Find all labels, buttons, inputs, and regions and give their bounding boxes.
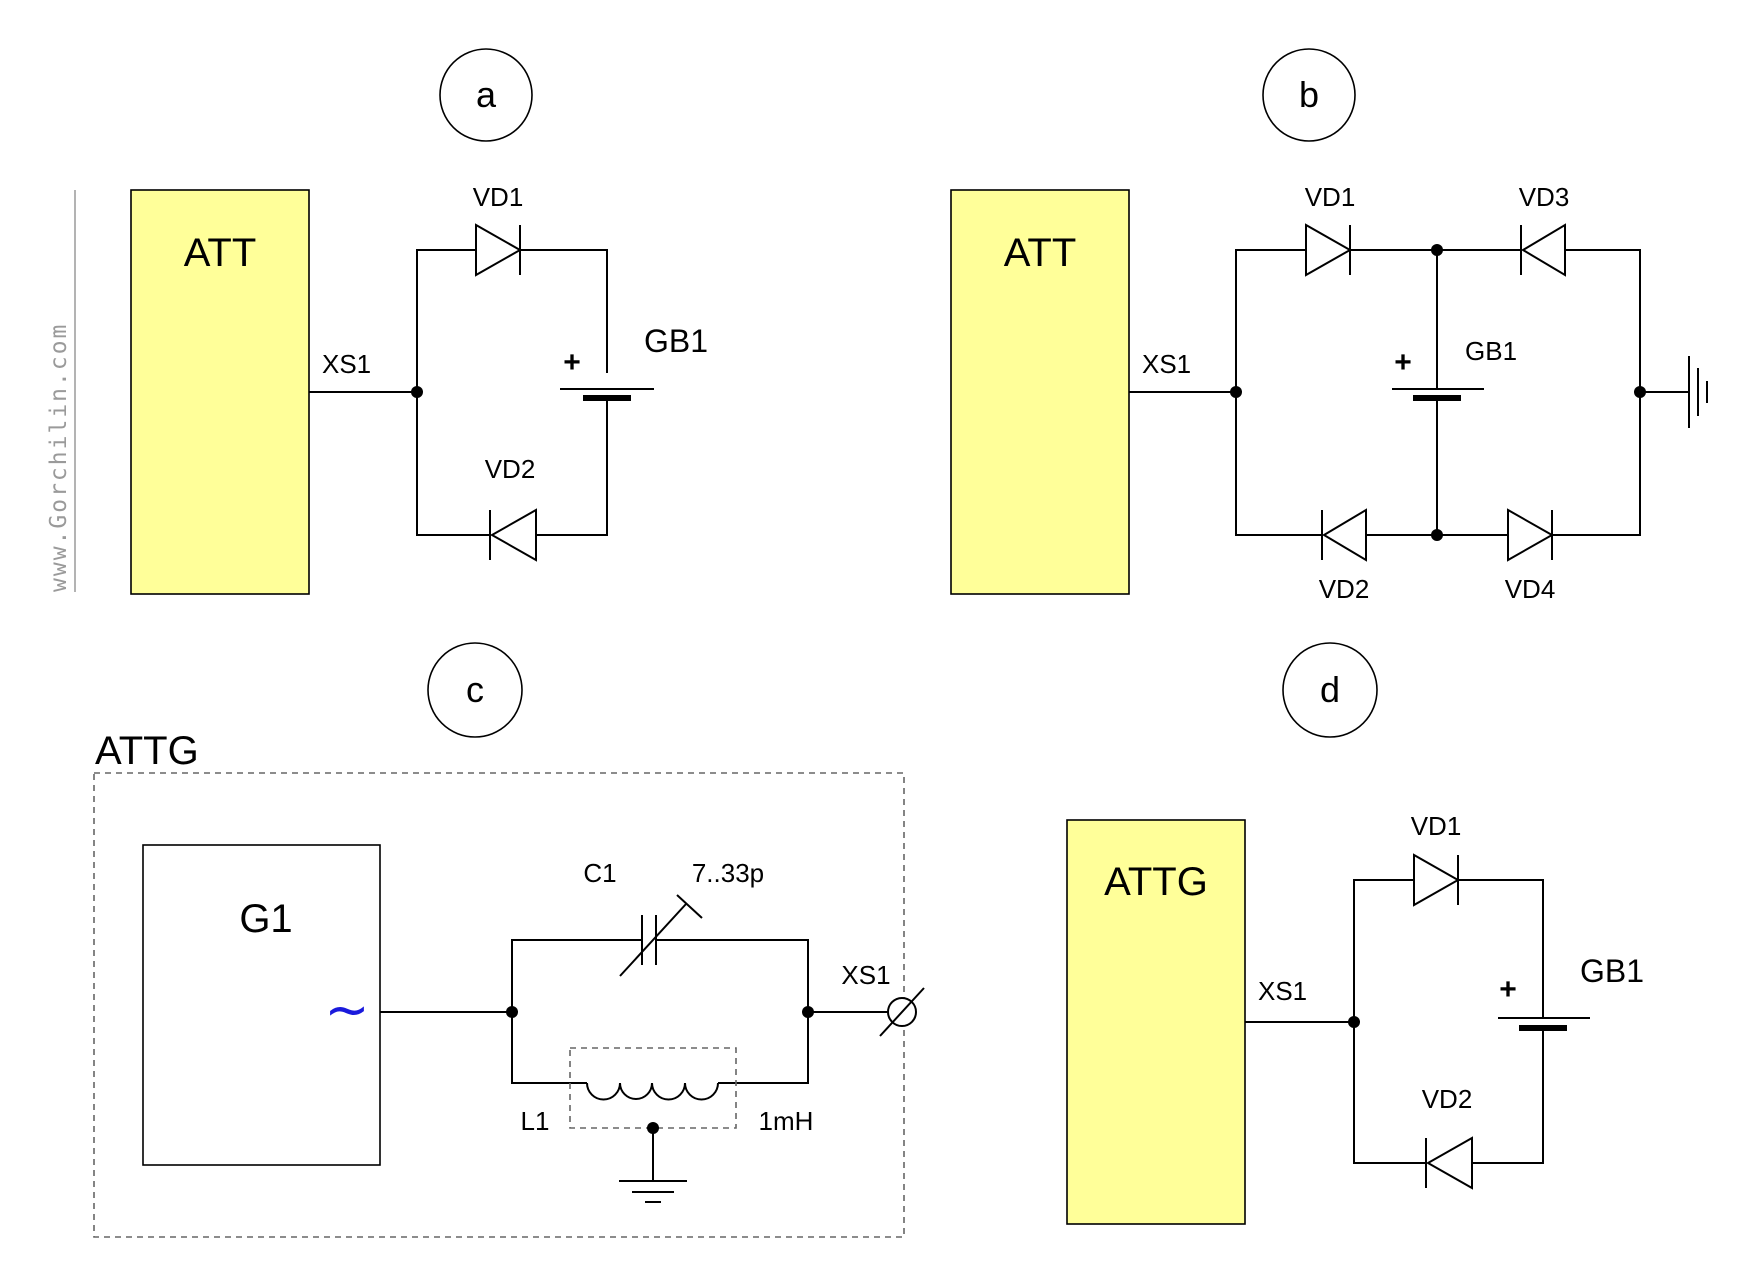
wire-d-top-right <box>1458 879 1544 1018</box>
vd3-label-b: VD3 <box>1519 182 1570 212</box>
diode-vd4-b <box>1507 508 1555 562</box>
c1-label: C1 <box>583 858 616 888</box>
wire-c-coil-left <box>511 1012 587 1084</box>
wire-a-bottom-right <box>536 398 608 536</box>
panel-a-badge <box>439 48 533 142</box>
vd4-label-b: VD4 <box>1505 574 1556 604</box>
panel-d-letter: d <box>1320 669 1340 710</box>
vd1-label-b: VD1 <box>1305 182 1356 212</box>
vd2-label-a: VD2 <box>485 454 536 484</box>
xs1-label-c: XS1 <box>841 960 890 990</box>
wire-a-bottom-left <box>416 392 490 536</box>
wire-d-top-left <box>1353 879 1414 1022</box>
g1-label: G1 <box>239 897 292 941</box>
wire-a-top-right <box>520 249 608 373</box>
wire-c-cap-right <box>656 939 809 1012</box>
panel-c-letter: c <box>466 669 484 710</box>
panel-a-letter: a <box>476 74 497 115</box>
panel-c-badge <box>427 642 523 738</box>
generator-g1 <box>142 844 381 1166</box>
panel-d-badge <box>1282 642 1378 738</box>
wire-d-bottom-right <box>1472 1028 1544 1164</box>
wire-b-top-left <box>1235 249 1306 392</box>
vd1-label-a: VD1 <box>473 182 524 212</box>
attg-enclosure <box>93 772 905 1238</box>
gb1-label-d: GB1 <box>1580 953 1644 989</box>
plus-sign-d: + <box>1499 973 1517 1006</box>
ground-icon <box>1640 356 1708 428</box>
diode-vd2-a <box>489 508 537 562</box>
ac-source-icon: ~ <box>324 978 369 1041</box>
vd2-label-d: VD2 <box>1422 1084 1473 1114</box>
vd2-label-b: VD2 <box>1319 574 1370 604</box>
panel-c: c ATTG G1 ~ C1 7..33p L1 1mH <box>93 642 925 1238</box>
diode-vd2-d <box>1425 1136 1473 1190</box>
connector-xs1-icon <box>879 987 925 1037</box>
battery-gb1-a <box>560 388 654 401</box>
battery-gb1-b <box>1392 388 1484 401</box>
diode-vd1-d <box>1413 853 1461 907</box>
diode-vd3-b <box>1520 223 1566 277</box>
wire-b-bottom-right <box>1552 392 1641 536</box>
wire-c-cap-left <box>511 939 642 1012</box>
wire-a-top-left <box>416 249 476 392</box>
attg-group-label: ATTG <box>95 729 199 773</box>
wire-c-coil-right <box>718 1012 809 1084</box>
inductor-l1 <box>586 1082 719 1101</box>
watermark-text: www.Gorchilin.com <box>46 323 72 592</box>
xs1-label-d: XS1 <box>1258 976 1307 1006</box>
variable-capacitor-c1 <box>619 894 703 977</box>
panel-b-letter: b <box>1299 74 1319 115</box>
diode-vd2-b <box>1321 508 1367 562</box>
xs1-label-b: XS1 <box>1142 349 1191 379</box>
c1-value: 7..33p <box>692 858 764 888</box>
l1-label: L1 <box>521 1106 550 1136</box>
plus-sign-a: + <box>563 346 581 379</box>
panel-d: d ATTG XS1 VD1 VD2 + GB1 <box>1066 642 1644 1225</box>
l1-value: 1mH <box>759 1106 814 1136</box>
gb1-label-b: GB1 <box>1465 336 1517 366</box>
inductor-core <box>569 1047 737 1129</box>
watermark: www.Gorchilin.com <box>46 190 76 592</box>
battery-gb1-d <box>1498 1017 1590 1031</box>
gb1-label-a: GB1 <box>644 323 708 359</box>
diode-vd1-b <box>1305 223 1353 277</box>
wire-d-bottom-left <box>1353 1022 1426 1164</box>
wire-b-bottom-left <box>1235 392 1322 536</box>
diode-vd1-a <box>475 223 523 277</box>
ground-icon <box>619 1128 687 1203</box>
panel-a: a ATT XS1 VD1 VD2 + GB1 <box>130 48 708 595</box>
att-label-b: ATT <box>1004 231 1077 275</box>
att-label-a: ATT <box>184 231 257 275</box>
plus-sign-b: + <box>1394 346 1412 379</box>
wire-b-top-right <box>1565 249 1641 392</box>
attg-label-d: ATTG <box>1104 860 1208 904</box>
att-module-b <box>950 189 1130 595</box>
xs1-label-a: XS1 <box>322 349 371 379</box>
panel-b-badge <box>1262 48 1356 142</box>
att-module-a <box>130 189 310 595</box>
vd1-label-d: VD1 <box>1411 811 1462 841</box>
panel-b: b ATT XS1 + GB1 VD1 <box>950 48 1708 604</box>
